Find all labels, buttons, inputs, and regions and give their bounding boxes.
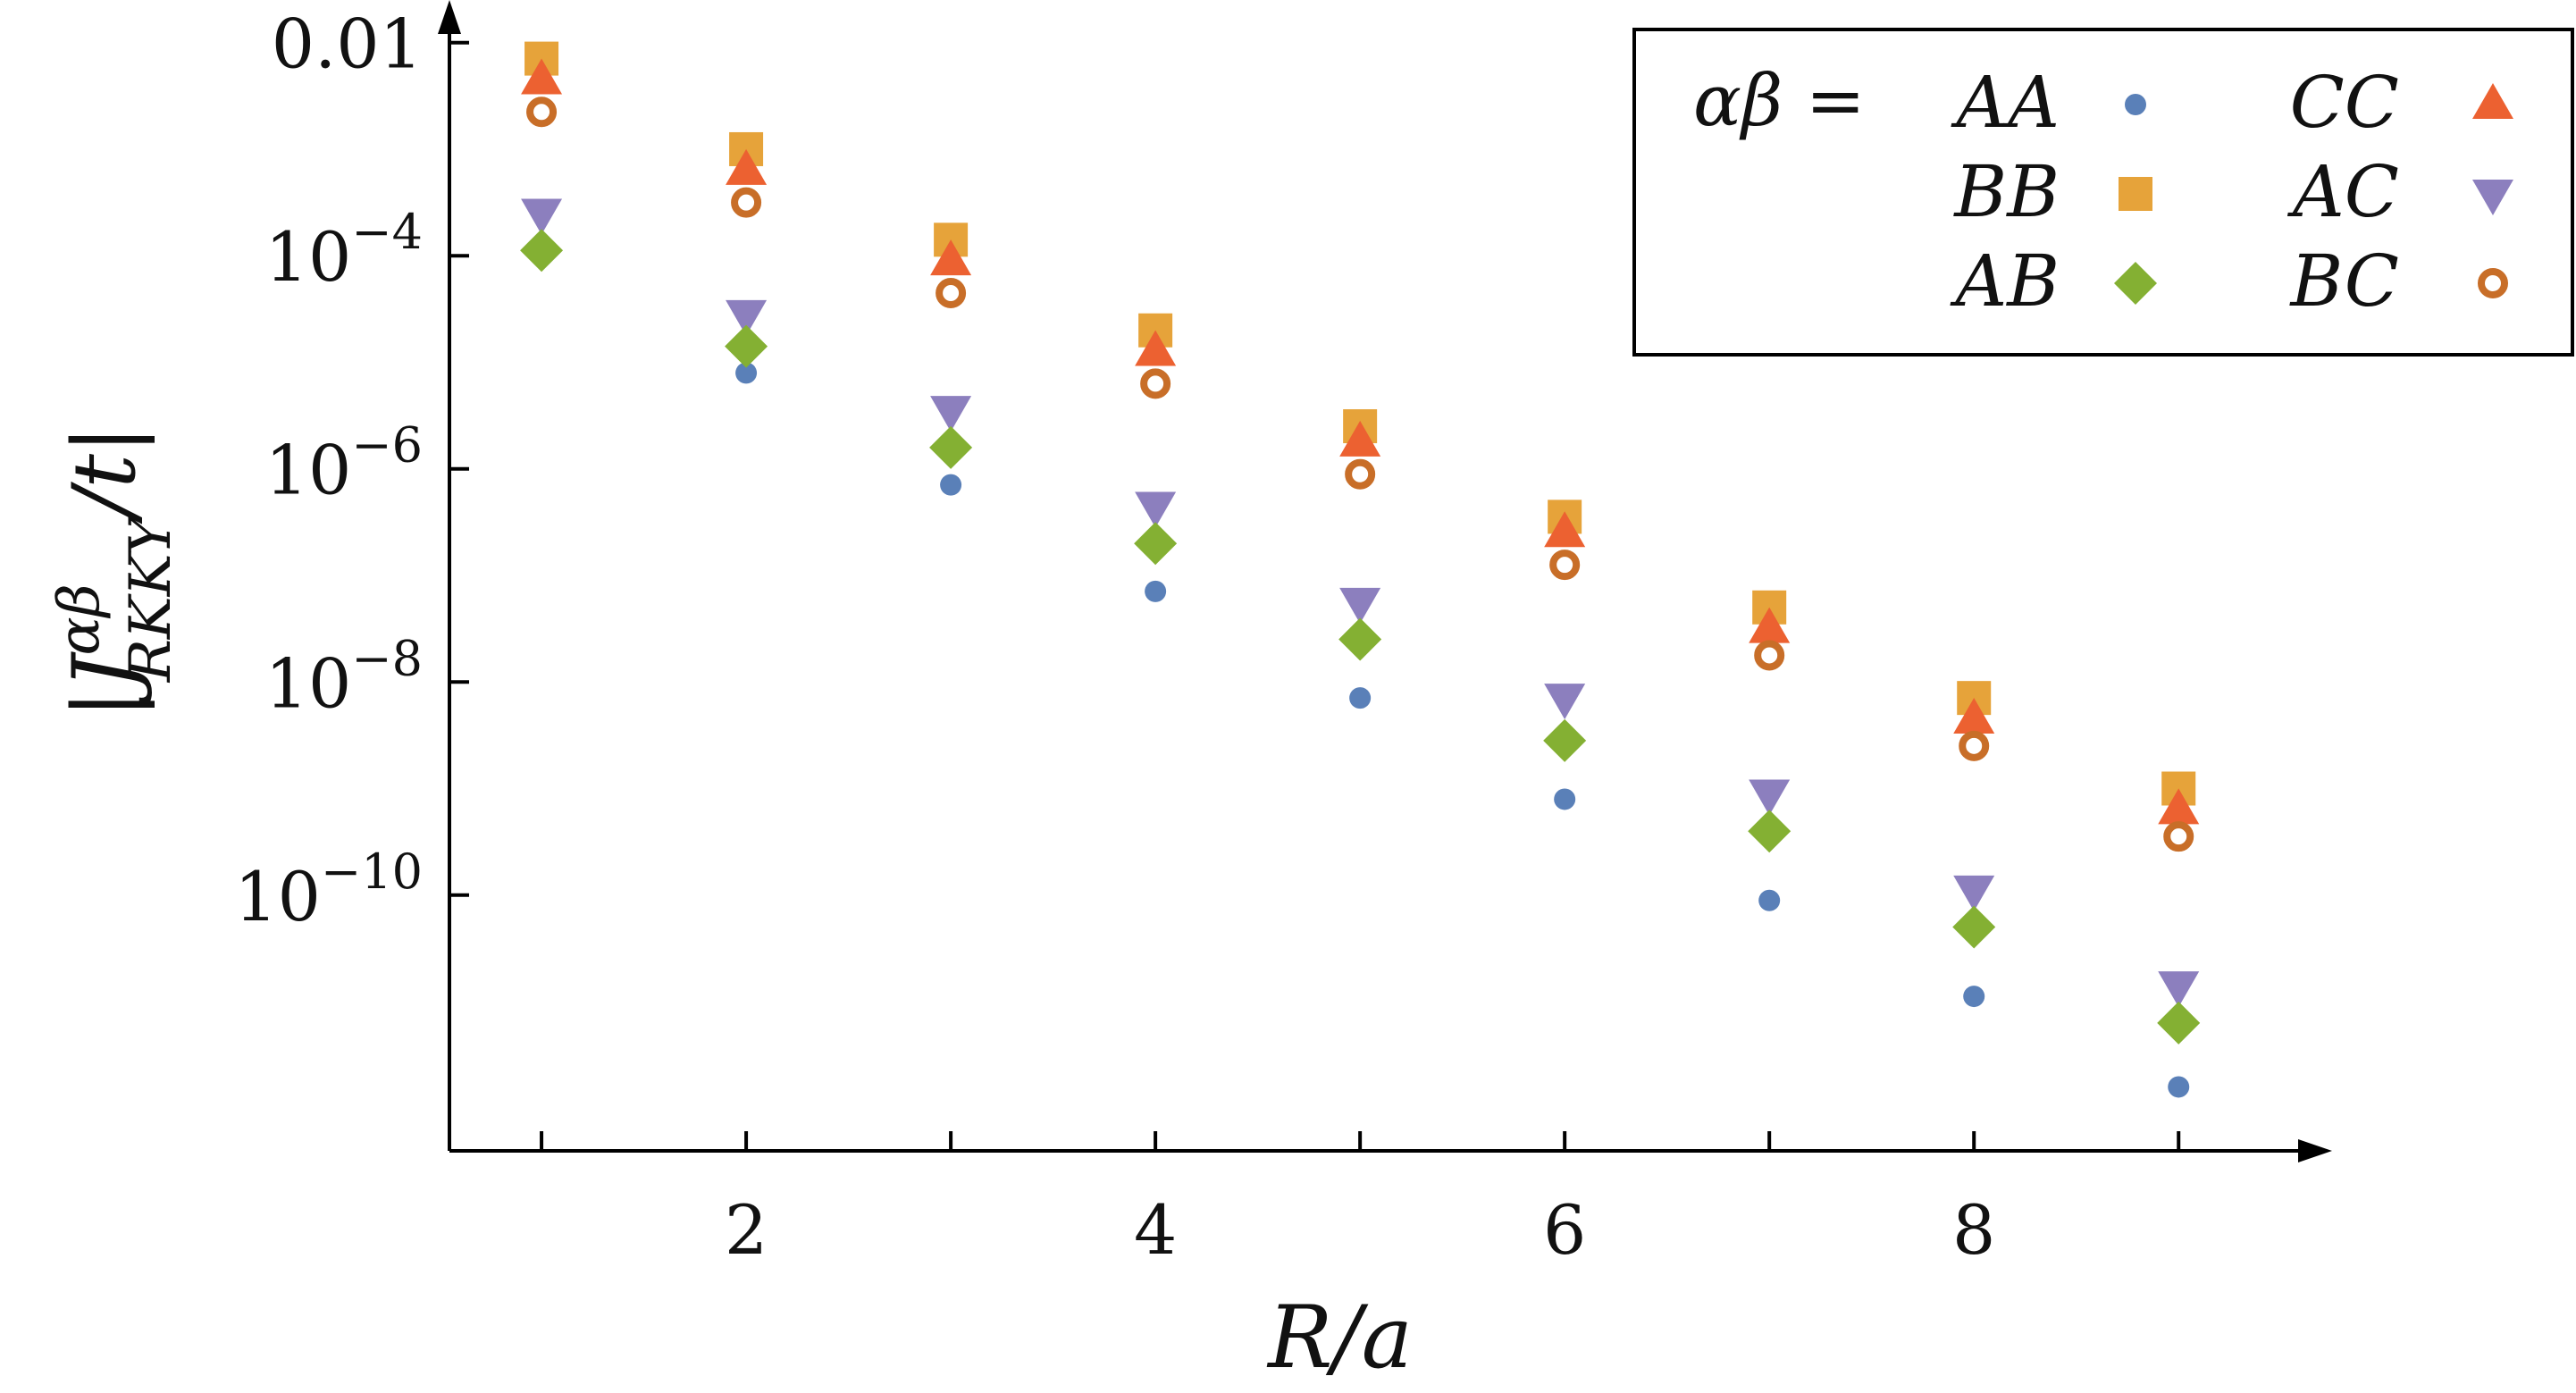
point-cc	[1749, 607, 1791, 643]
legend-marker-bc	[2478, 268, 2508, 298]
point-cc	[930, 239, 972, 276]
x-tick-label: 4	[1134, 1190, 1177, 1270]
legend-box	[1632, 28, 2574, 357]
point-bc	[936, 277, 967, 308]
legend-label-ab: AB	[1949, 239, 2060, 323]
point-ab	[1748, 810, 1791, 853]
series-aa	[531, 234, 2190, 1098]
point-ab	[1134, 522, 1178, 566]
point-aa	[735, 362, 758, 384]
y-tick-label: 10−6	[265, 417, 423, 510]
data-points	[520, 41, 2201, 1098]
point-bc	[1140, 368, 1171, 399]
legend-marker-cc	[2472, 83, 2513, 119]
point-ac	[2158, 971, 2200, 1008]
legend-label-bc: BC	[2289, 239, 2399, 323]
point-ab	[520, 229, 564, 273]
series-ac	[521, 198, 2200, 1008]
x-axis-arrow	[2298, 1139, 2332, 1162]
x-tick-label: 6	[1543, 1190, 1586, 1270]
point-ac	[521, 198, 563, 235]
point-ac	[1544, 684, 1586, 720]
point-bc	[2163, 821, 2194, 852]
point-ac	[1135, 491, 1177, 528]
y-tick-label: 10−8	[265, 630, 423, 723]
point-bc	[1754, 640, 1785, 671]
point-ab	[929, 425, 973, 469]
y-label-tail: /t|	[55, 425, 155, 524]
series-cc	[521, 58, 2200, 825]
point-cc	[2158, 788, 2200, 825]
y-tick-label: 0.01	[272, 4, 423, 84]
point-aa	[1145, 580, 1167, 602]
point-ac	[726, 299, 768, 336]
point-bc	[1959, 730, 1990, 761]
point-ab	[1952, 905, 1996, 949]
point-ac	[1339, 587, 1381, 624]
y-ticks: 0.01 10−4 10−6 10−8 10−10	[234, 4, 469, 936]
axes	[438, 0, 2332, 1162]
legend-marker-ab	[2114, 262, 2157, 305]
y-label-main: |J	[55, 651, 155, 718]
legend-label-bb: BB	[1952, 150, 2060, 233]
x-axis-label: R/a	[1266, 1288, 1413, 1388]
point-bc	[1345, 458, 1376, 490]
legend-label-aa: AA	[1950, 61, 2060, 144]
legend-prefix: αβ =	[1693, 59, 1866, 142]
point-aa	[1554, 788, 1576, 810]
y-axis-arrow	[438, 0, 461, 34]
point-ab	[1338, 617, 1382, 661]
legend-marker-bb	[2119, 177, 2152, 211]
point-cc	[1339, 420, 1381, 457]
point-ab	[1543, 718, 1587, 762]
point-cc	[1953, 698, 1995, 734]
point-bc	[526, 97, 558, 128]
legend-marker-aa	[2125, 94, 2146, 115]
point-bc	[1549, 550, 1581, 581]
x-ticks: 2 4 6 8	[540, 1131, 2181, 1270]
point-aa	[1963, 986, 1985, 1008]
point-cc	[1544, 511, 1586, 548]
legend-label-ac: AC	[2287, 150, 2399, 233]
point-ac	[1953, 875, 1995, 911]
point-ab	[2157, 1001, 2201, 1045]
point-cc	[726, 148, 768, 185]
point-bc	[731, 187, 762, 218]
series-bc	[526, 97, 2194, 852]
x-tick-label: 2	[725, 1190, 768, 1270]
point-cc	[521, 58, 563, 95]
point-ac	[1749, 779, 1791, 816]
y-tick-label: 10−4	[265, 204, 423, 297]
svg-text:|JαβRKKY/t|: |JαβRKKY/t|	[46, 425, 184, 719]
point-aa	[2168, 1076, 2190, 1098]
y-label-sup: αβ	[46, 583, 113, 655]
legend-label-cc: CC	[2290, 61, 2399, 144]
y-label-sub: RKKY	[118, 512, 184, 683]
point-aa	[1758, 889, 1781, 911]
point-cc	[1135, 330, 1177, 366]
point-aa	[1349, 687, 1372, 709]
point-ac	[930, 396, 972, 432]
point-ab	[725, 324, 768, 368]
x-tick-label: 8	[1952, 1190, 1995, 1270]
y-axis-label: |JαβRKKY/t|	[46, 425, 184, 719]
series-ab	[520, 229, 2201, 1045]
legend-marker-ac	[2472, 180, 2513, 215]
y-tick-label: 10−10	[234, 843, 423, 936]
point-aa	[940, 474, 962, 496]
